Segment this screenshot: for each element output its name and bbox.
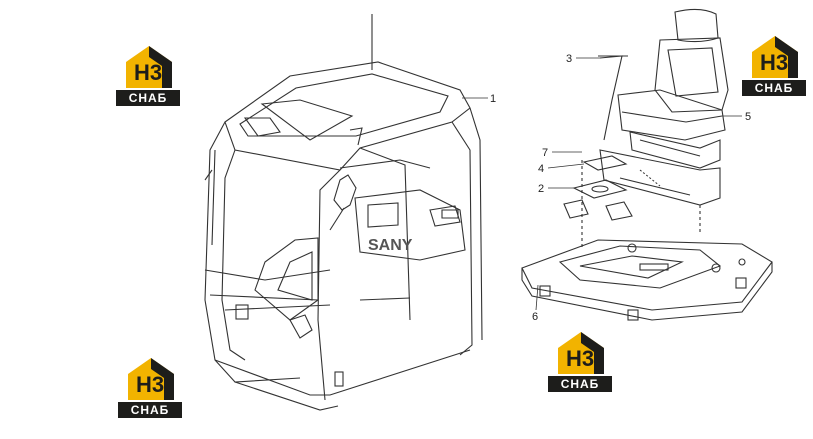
house-logo-icon	[558, 332, 604, 374]
callout-4: 4	[538, 163, 544, 175]
operator-cab: SANY	[204, 14, 483, 411]
house-logo-icon	[126, 46, 172, 88]
logo-badge-text: СНАБ	[116, 90, 180, 106]
callout-labels: 1 2 3 4 5 6 7	[490, 53, 751, 323]
logo-mark-text: H3	[133, 60, 163, 85]
callout-5: 5	[745, 111, 751, 123]
callout-6: 6	[532, 311, 538, 323]
logo-mark-text: H3	[565, 346, 595, 371]
logo-mark-text: H3	[759, 50, 789, 75]
logo-badge-text: СНАБ	[742, 80, 806, 96]
callout-3: 3	[566, 53, 572, 65]
callout-leaders	[462, 57, 742, 311]
brand-logo-bottom-left: H3 СНАБ	[118, 356, 182, 418]
callout-2: 2	[538, 183, 544, 195]
house-logo-icon	[128, 358, 174, 400]
logo-mark-text: H3	[135, 372, 165, 397]
house-logo-icon	[752, 36, 798, 78]
svg-text:SANY: SANY	[368, 237, 413, 254]
seat-assembly	[521, 8, 773, 321]
logo-badge-text: СНАБ	[548, 376, 612, 392]
callout-1: 1	[490, 93, 496, 105]
brand-logo-top-left: H3 СНАБ	[116, 44, 180, 106]
logo-badge-text: СНАБ	[118, 402, 182, 418]
brand-logo-bottom-center: H3 СНАБ	[548, 330, 612, 392]
callout-7: 7	[542, 147, 548, 159]
brand-logo-top-right: H3 СНАБ	[742, 34, 806, 96]
